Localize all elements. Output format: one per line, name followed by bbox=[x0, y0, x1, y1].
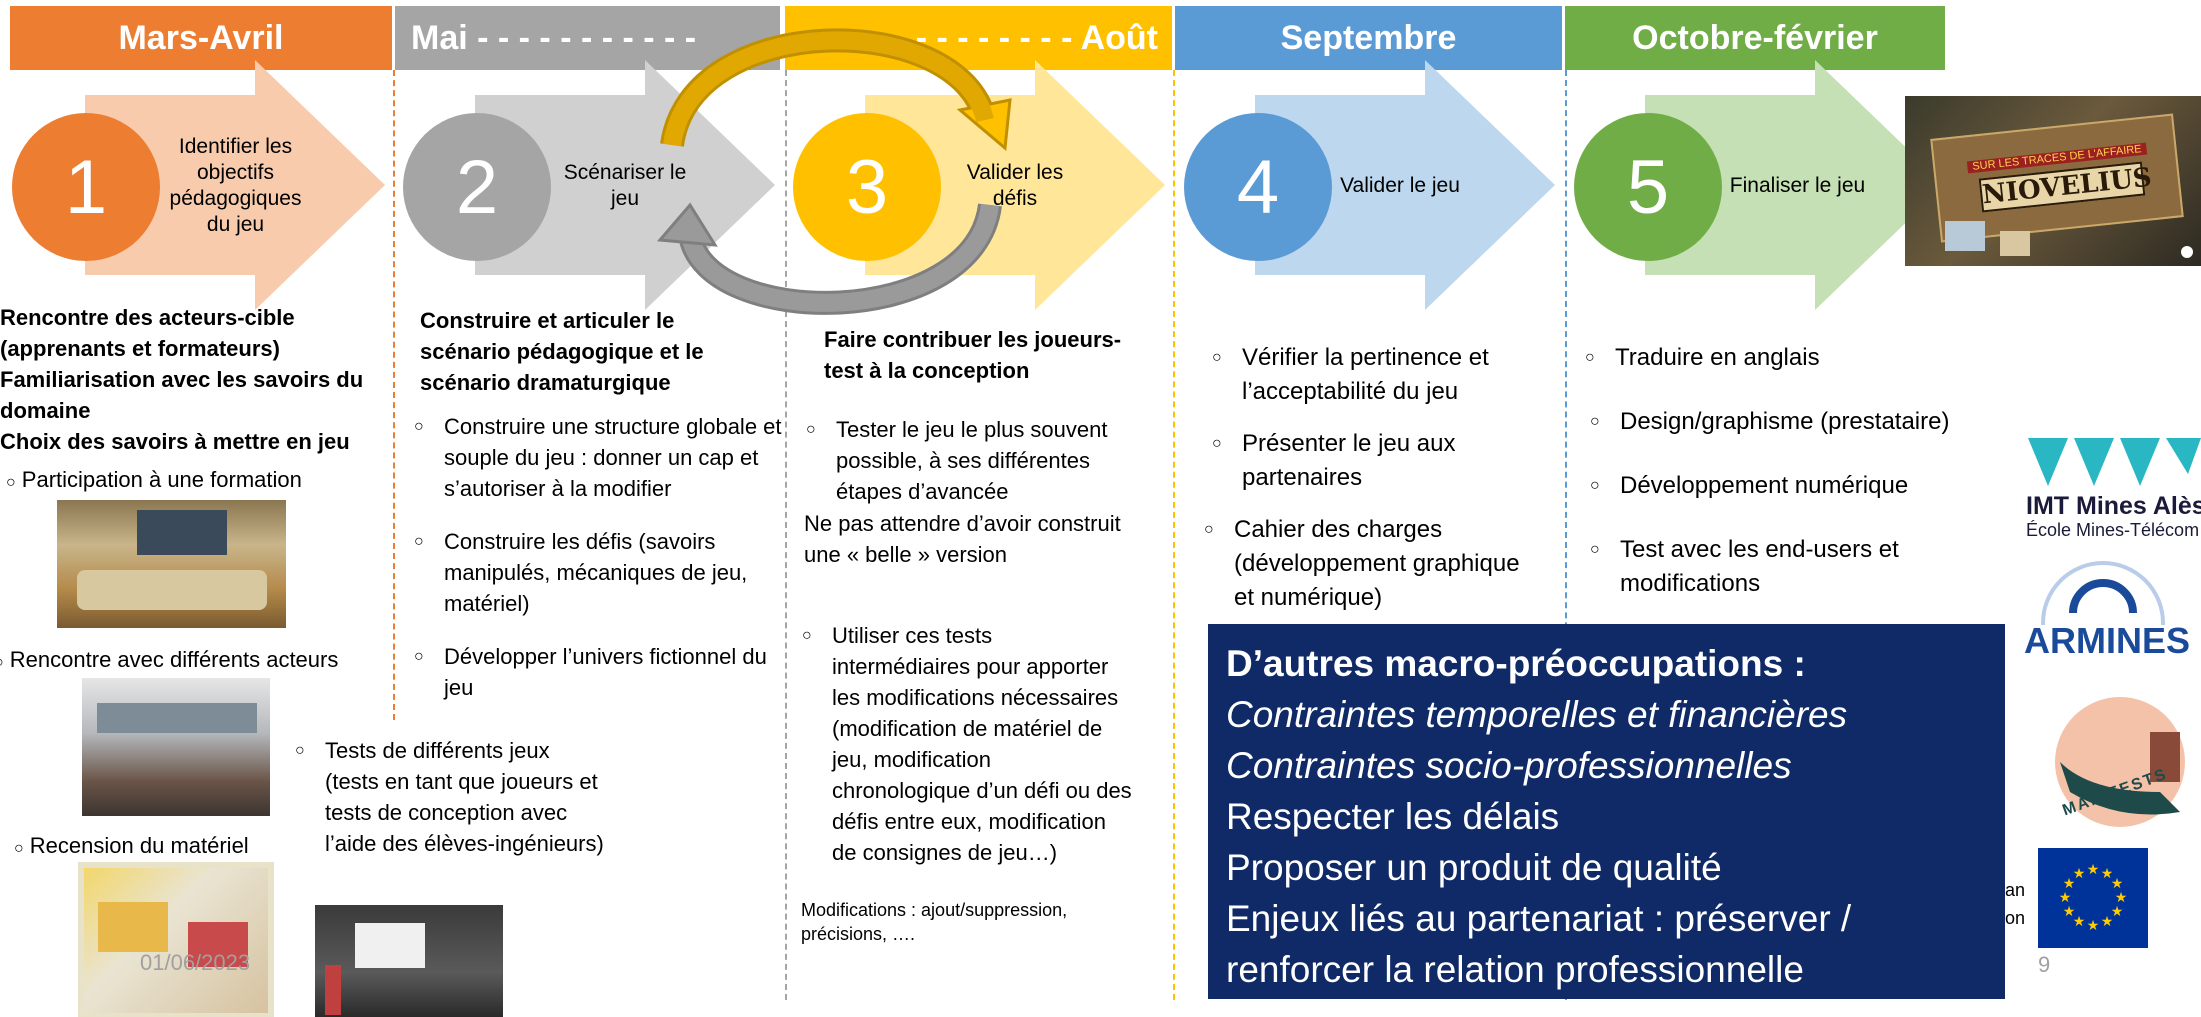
macro-title: D’autres macro-préoccupations : bbox=[1226, 643, 1806, 684]
header-label: Septembre bbox=[1280, 18, 1457, 57]
svg-text:★: ★ bbox=[2087, 918, 2100, 934]
date-footer: 01/06/2023 bbox=[140, 950, 251, 975]
svg-text:★: ★ bbox=[2087, 862, 2100, 878]
col5-list: Traduire en anglais Design/graphisme (pr… bbox=[1585, 341, 1985, 601]
col4-item: Cahier des charges (développement graphi… bbox=[1204, 513, 1542, 615]
col1-item-formation: ○ Participation à une formation bbox=[6, 467, 302, 492]
step-1-label: Identifier les objectifs pédagogiques du… bbox=[169, 135, 302, 236]
manifests-logo bbox=[2055, 697, 2185, 827]
col3-list-1: Tester le jeu le plus souvent possible, … bbox=[806, 414, 1136, 507]
svg-text:★: ★ bbox=[2063, 876, 2076, 892]
col2-tests-item: Tests de différents jeux (tests en tant … bbox=[295, 735, 605, 859]
macro-line: Enjeux liés au partenariat : préserver / bbox=[1226, 898, 1852, 939]
eu-stars-icon: ★★★★ ★★★★ ★★★★ bbox=[2059, 862, 2128, 934]
header-septembre: Septembre bbox=[1175, 6, 1562, 70]
macro-line: Contraintes temporelles et financières bbox=[1226, 694, 1848, 735]
backward-arrowhead bbox=[656, 202, 718, 247]
page-number: 9 bbox=[2038, 952, 2051, 977]
imt-subtitle: École Mines-Télécom bbox=[2026, 520, 2200, 540]
col5-item: Traduire en anglais bbox=[1585, 341, 1985, 375]
step-4-circle: 4 bbox=[1184, 113, 1332, 261]
col2-list: Construire une structure globale et soup… bbox=[414, 411, 784, 703]
col4-item: Présenter le jeu aux partenaires bbox=[1212, 427, 1542, 495]
svg-text:★: ★ bbox=[2101, 866, 2114, 882]
step-3-label: Valider les défis bbox=[966, 161, 1064, 210]
photo-recension bbox=[78, 862, 274, 1017]
macro-line: Contraintes socio-professionnelles bbox=[1226, 745, 1792, 786]
header-mai: Mai - - - - - - - - - - - bbox=[395, 6, 780, 70]
macro-line: Respecter les délais bbox=[1226, 796, 1560, 837]
macro-line: Proposer un produit de qualité bbox=[1226, 847, 1722, 888]
col5-item: Développement numérique bbox=[1590, 469, 1990, 503]
col3-item: Utiliser ces tests intermédiaires pour a… bbox=[802, 620, 1132, 868]
svg-text:★: ★ bbox=[2073, 914, 2086, 930]
iteration-arrows bbox=[656, 28, 1012, 315]
col2-item: Tests de différents jeux (tests en tant … bbox=[295, 735, 605, 859]
col3-item: Tester le jeu le plus souvent possible, … bbox=[806, 414, 1136, 507]
step-3-circle: 3 bbox=[793, 113, 941, 261]
step-5-label: Finaliser le jeu bbox=[1729, 174, 1866, 197]
step-2-circle: 2 bbox=[403, 113, 551, 261]
col2-item: Construire une structure globale et soup… bbox=[414, 411, 784, 504]
col1-item-recension: ○ Recension du matériel bbox=[14, 833, 249, 858]
svg-text:★: ★ bbox=[2101, 914, 2114, 930]
col3-heading: Faire contribuer les joueurs- test à la … bbox=[824, 327, 1122, 383]
svg-text:★: ★ bbox=[2115, 890, 2128, 906]
photo-tests bbox=[315, 905, 503, 1017]
col5-item: Design/graphisme (prestataire) bbox=[1590, 405, 1990, 439]
step-5-circle: 5 bbox=[1574, 113, 1722, 261]
svg-text:★: ★ bbox=[2111, 876, 2124, 892]
header-octobre-fevrier: Octobre-février bbox=[1565, 6, 1945, 70]
svg-text:★: ★ bbox=[2073, 866, 2086, 882]
process-arrows bbox=[85, 60, 1945, 310]
col1-item-rencontre: ○ Rencontre avec différents acteurs bbox=[0, 647, 339, 672]
step-2-label: Scénariser le jeu bbox=[563, 161, 687, 210]
svg-text:★: ★ bbox=[2111, 904, 2124, 920]
col3-list-2: Utiliser ces tests intermédiaires pour a… bbox=[802, 620, 1132, 868]
game-box-image: SUR LES TRACES DE L'AFFAIRE NIOVELIUS bbox=[1905, 96, 2201, 266]
photo-rencontre bbox=[82, 678, 270, 816]
arrow-step-5 bbox=[1645, 60, 1945, 310]
col2-heading: Construire et articuler le scénario péda… bbox=[420, 308, 704, 395]
col3-plain: Ne pas attendre d’avoir construit une « … bbox=[804, 511, 1121, 567]
arrow-step-1 bbox=[85, 60, 385, 310]
imt-name: IMT Mines Alès bbox=[2026, 492, 2201, 520]
macro-concerns-box: D’autres macro-préoccupations : Contrain… bbox=[1208, 624, 2005, 999]
col2-item: Développer l’univers fictionnel du jeu bbox=[414, 641, 784, 703]
col5-item: Test avec les end-users et modifications bbox=[1590, 533, 1940, 601]
armines-text: ARMINES bbox=[2024, 620, 2191, 661]
header-label: Mars-Avril bbox=[118, 18, 284, 57]
separator-1 bbox=[393, 70, 395, 720]
arrow-step-4 bbox=[1255, 60, 1555, 310]
armines-symbol bbox=[2041, 561, 2165, 625]
col4-item: Vérifier la pertinence et l’acceptabilit… bbox=[1212, 341, 1542, 409]
separator-3 bbox=[1173, 70, 1175, 1000]
col4-list: Vérifier la pertinence et l’acceptabilit… bbox=[1204, 341, 1542, 615]
separator-2 bbox=[785, 70, 787, 1000]
arrow-step-3 bbox=[865, 60, 1165, 310]
step-4-label: Valider le jeu bbox=[1340, 174, 1460, 197]
col1-heading: Rencontre des acteurs-cible (apprenants … bbox=[0, 305, 364, 454]
eu-flag: ★★★★ ★★★★ ★★★★ bbox=[2038, 848, 2148, 948]
header-label: Octobre-février bbox=[1632, 18, 1878, 57]
header-mars-avril: Mars-Avril bbox=[10, 6, 392, 70]
header-label: Mai - - - - - - - - - - - bbox=[411, 18, 697, 57]
cut-text-2: on bbox=[2005, 908, 2026, 928]
col2-item: Construire les défis (savoirs manipulés,… bbox=[414, 526, 784, 619]
svg-text:★: ★ bbox=[2063, 904, 2076, 920]
imt-logo bbox=[2028, 438, 2201, 486]
macro-line: renforcer la relation professionnelle bbox=[1226, 949, 1804, 990]
separator-4 bbox=[1565, 70, 1567, 1000]
col3-small-note: Modifications : ajout/suppression, préci… bbox=[801, 900, 1068, 944]
step-1-circle: 1 bbox=[12, 113, 160, 261]
cut-text-1: an bbox=[2005, 880, 2026, 900]
svg-text:★: ★ bbox=[2059, 890, 2072, 906]
photo-formation bbox=[57, 500, 286, 628]
play-icon bbox=[2181, 246, 2193, 258]
